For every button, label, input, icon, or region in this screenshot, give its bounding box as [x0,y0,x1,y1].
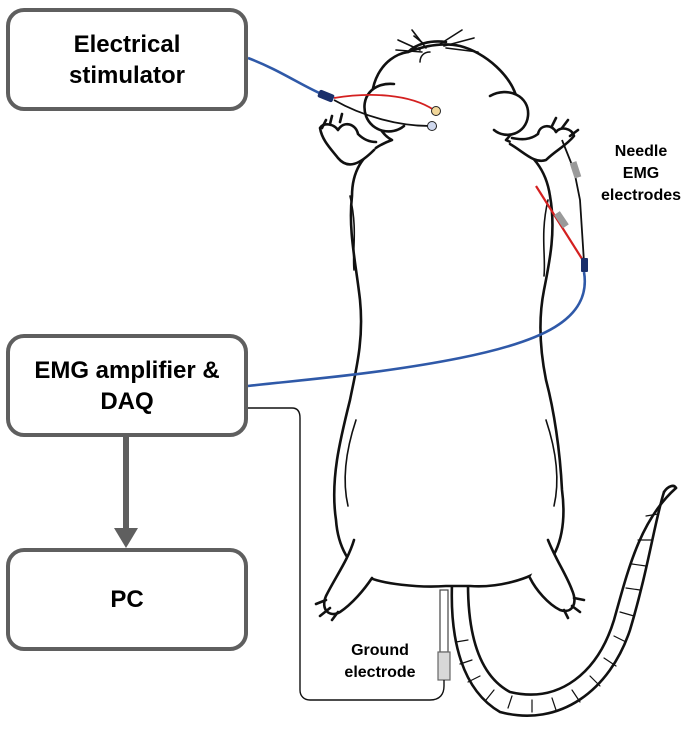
needle-emg-electrodes-label: Needle EMG electrodes [600,143,682,204]
emg-cable [247,271,587,388]
ground-electrode-label: Ground electrode [344,642,416,681]
electrical-stimulator-label: Electrical stimulator [68,30,185,89]
rat-tail [450,484,678,717]
arrow-amplifier-to-pc [114,437,138,548]
rat-illustration [314,29,678,717]
ground-wire [248,407,445,701]
stimulation-electrode-negative [427,121,437,131]
electrical-stimulator-box: Electrical stimulator [6,8,248,111]
stimulator-red-wire [333,94,435,111]
rat-foreleg-right [508,124,576,163]
stimulation-electrode-positive [431,106,441,116]
emg-amplifier-label: EMG amplifier & DAQ [34,356,220,415]
rat-ear-right [488,90,530,137]
ground-electrode [437,589,451,681]
needle-electrodes [535,139,588,272]
pc-label: PC [110,586,144,613]
stimulator-black-wire [333,99,431,127]
emg-amplifier-box: EMG amplifier & DAQ [6,334,248,437]
pc-box: PC [6,548,248,651]
rat-body [332,43,565,588]
rat-whiskers [395,29,479,53]
stimulator-cable [247,56,327,98]
